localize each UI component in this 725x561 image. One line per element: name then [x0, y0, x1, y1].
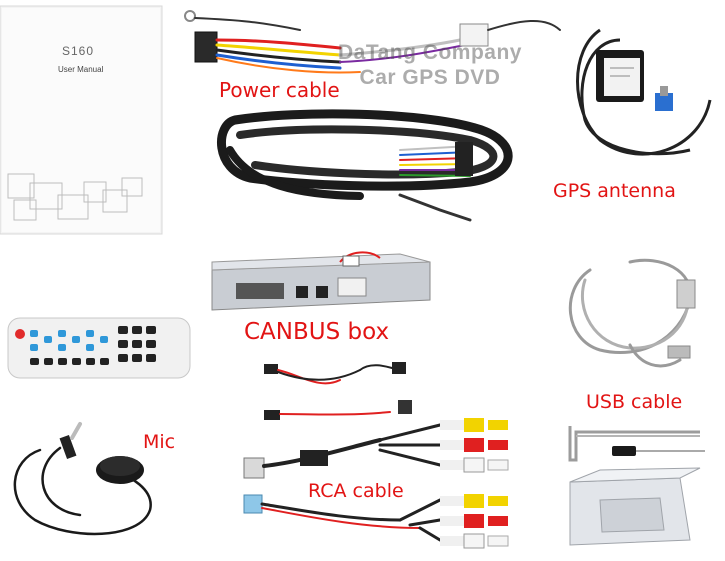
label-gps-antenna: GPS antenna [553, 180, 676, 202]
watermark: DaTang Company Car GPS DVD [338, 40, 522, 90]
gps-antenna [576, 28, 712, 156]
label-power-cable: Power cable [219, 78, 340, 102]
power-cable-harness [184, 10, 561, 74]
label-rca-cable: RCA cable [308, 480, 404, 502]
canbus-box-device [211, 251, 431, 311]
watermark-line-1: DaTang Company [338, 41, 522, 64]
braided-harness-coil [217, 109, 513, 222]
usb-cable [568, 258, 696, 368]
watermark-line-2: Car GPS DVD [359, 66, 501, 89]
rca-cable [243, 418, 509, 549]
manual-subtitle: User Manual [58, 65, 104, 74]
label-canbus-box: CANBUS box [244, 319, 390, 345]
label-usb-cable: USB cable [586, 391, 683, 413]
mounting-bracket [569, 467, 701, 546]
remote-control [7, 317, 191, 379]
manual-model-number: S160 [62, 44, 95, 58]
label-mic: Mic [143, 431, 176, 453]
microphone [13, 422, 152, 536]
user-manual-booklet [0, 5, 163, 235]
canbus-connector-cables [264, 362, 412, 420]
removal-keys [568, 426, 705, 462]
